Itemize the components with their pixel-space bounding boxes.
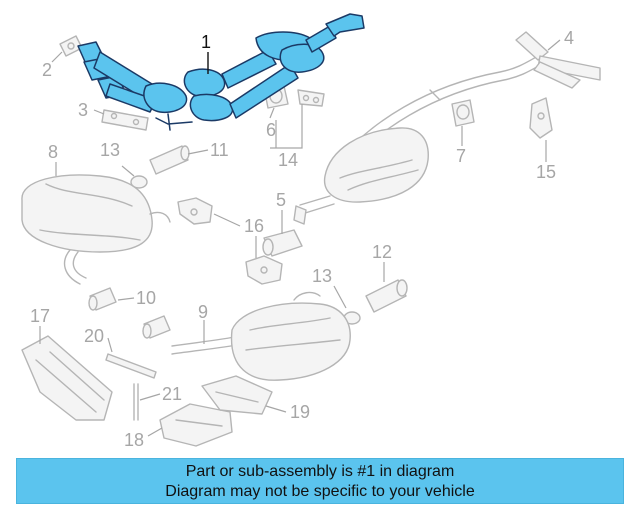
exhaust-system-diagram: 1 2 3 4 5 6 7 8 9 10 11 12 13 13 14 15 1… xyxy=(21,13,601,450)
leader-lines xyxy=(39,39,561,437)
callout-15: 15 xyxy=(536,162,556,182)
callout-16: 16 xyxy=(244,216,264,236)
stud-21 xyxy=(133,383,139,421)
callout-3: 3 xyxy=(78,100,88,120)
banner-line-1: Part or sub-assembly is #1 in diagram xyxy=(185,463,455,480)
heat-shield-19 xyxy=(201,375,273,415)
heat-shield-17 xyxy=(21,335,113,421)
hanger-7 xyxy=(451,99,475,127)
callout-1: 1 xyxy=(201,32,211,52)
callout-5: 5 xyxy=(276,190,286,210)
callout-17: 17 xyxy=(30,306,50,326)
rear-muffler xyxy=(293,127,429,225)
banner-line-2: Diagram may not be specific to your vehi… xyxy=(165,483,475,500)
coupler-10-upper xyxy=(88,287,117,311)
callout-4: 4 xyxy=(564,28,574,48)
callout-18: 18 xyxy=(124,430,144,450)
callout-2: 2 xyxy=(42,60,52,80)
callout-20: 20 xyxy=(84,326,104,346)
callout-labels: 1 2 3 4 5 6 7 8 9 10 11 12 13 13 14 15 1… xyxy=(30,28,574,450)
heat-shield-18 xyxy=(159,403,233,447)
clamp-13-upper xyxy=(130,175,148,189)
callout-10: 10 xyxy=(136,288,156,308)
bracket-16-upper xyxy=(177,197,213,225)
callout-12: 12 xyxy=(372,242,392,262)
catalytic-converter-highlighted[interactable] xyxy=(77,13,365,131)
coupler-5 xyxy=(262,229,303,257)
coupler-10-lower xyxy=(142,315,171,339)
callout-11: 11 xyxy=(210,140,229,160)
pipe-11 xyxy=(149,145,190,175)
callout-6: 6 xyxy=(266,120,276,140)
callout-13-upper: 13 xyxy=(100,140,120,160)
callout-14: 14 xyxy=(278,150,298,170)
bracket-16-lower xyxy=(245,255,283,285)
callout-7: 7 xyxy=(456,146,466,166)
bracket-3 xyxy=(101,109,149,131)
strip-20 xyxy=(105,353,157,379)
bracket-14 xyxy=(297,89,325,107)
front-muffler xyxy=(21,174,171,285)
lower-muffler xyxy=(171,291,351,381)
callout-19: 19 xyxy=(290,402,310,422)
callout-21: 21 xyxy=(162,384,182,404)
callout-13-lower: 13 xyxy=(312,266,332,286)
pipe-12 xyxy=(365,279,408,313)
info-banner: Part or sub-assembly is #1 in diagram Di… xyxy=(16,458,624,504)
callout-8: 8 xyxy=(48,142,58,162)
callout-9: 9 xyxy=(198,302,208,322)
bracket-15 xyxy=(529,97,553,139)
